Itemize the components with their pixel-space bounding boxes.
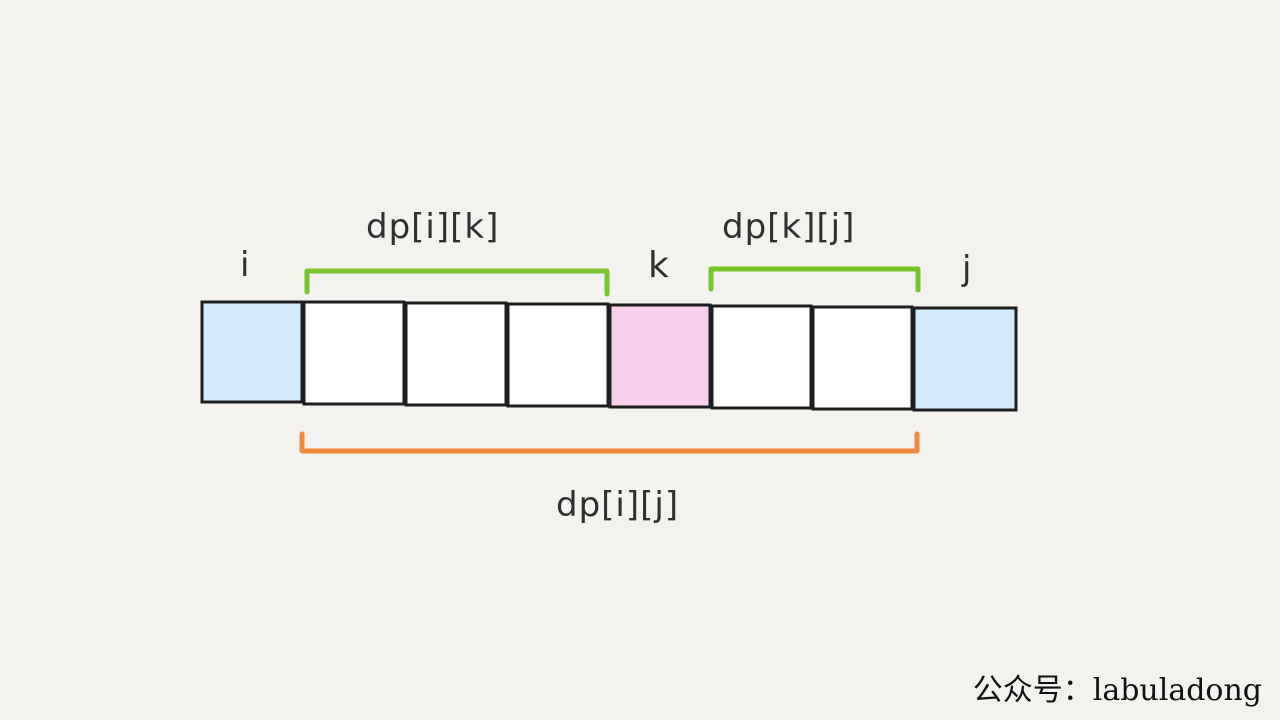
label-dp-ij: dp[i][j] — [556, 485, 680, 525]
array-cell — [404, 301, 508, 407]
label-i: i — [240, 245, 250, 285]
array-cell — [811, 305, 914, 411]
bracket-dp-ik — [304, 268, 610, 297]
label-dp-ik: dp[i][k] — [366, 207, 500, 247]
label-dp-kj: dp[k][j] — [722, 207, 856, 247]
array-cell — [710, 304, 813, 410]
array-cell-i — [200, 300, 304, 404]
array-cell-j — [912, 306, 1018, 412]
bracket-dp-kj — [708, 266, 921, 293]
label-j: j — [962, 249, 972, 289]
array-cell-k — [608, 303, 712, 409]
array-cell — [506, 302, 610, 408]
bracket-dp-ij — [299, 431, 920, 454]
label-k: k — [648, 245, 669, 286]
watermark: 公众号：labuladong — [972, 673, 1262, 708]
array-cell — [302, 300, 406, 406]
